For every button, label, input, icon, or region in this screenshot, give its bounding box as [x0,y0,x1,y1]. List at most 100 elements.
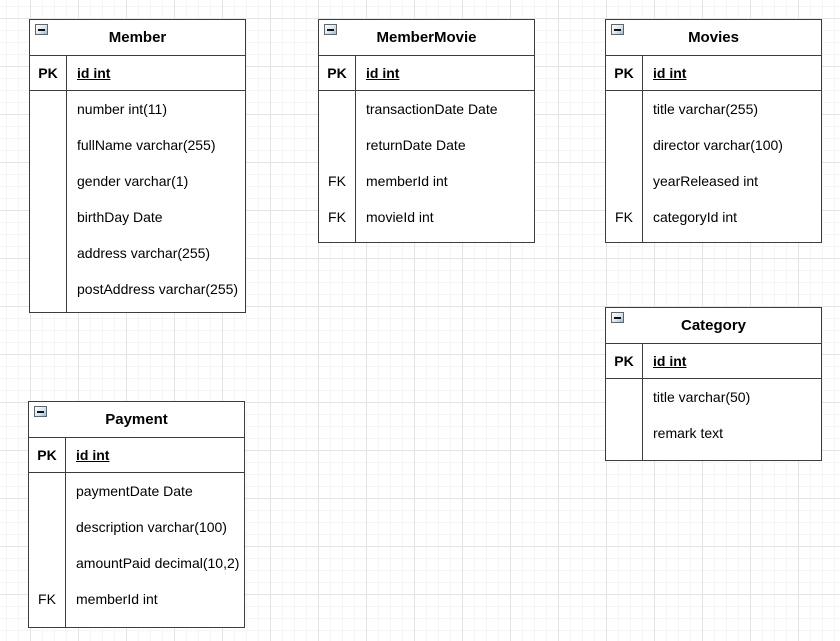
attribute-row[interactable]: FK memberId int [319,163,534,199]
attribute-row[interactable]: title varchar(50) [606,379,821,415]
attribute-cell: amountPaid decimal(10,2) [76,555,240,571]
entity-table-category[interactable]: Category PK id int title varchar(50) rem… [605,307,822,461]
table-header[interactable]: Payment [29,402,244,438]
pk-row[interactable]: PK id int [606,343,821,379]
attribute-cell: memberId int [366,173,448,189]
attribute-cell: postAddress varchar(255) [77,281,239,297]
pk-row[interactable]: PK id int [29,437,244,473]
key-column-filler [30,307,67,312]
pk-key-label: PK [29,437,66,472]
key-cell: FK [29,581,66,617]
key-cell [29,473,66,509]
pk-row[interactable]: PK id int [319,55,534,91]
attribute-row[interactable]: birthDay Date [30,199,245,235]
attribute-cell: address varchar(255) [77,245,211,261]
collapse-minus-icon[interactable] [35,24,48,35]
key-column-filler [606,235,643,242]
attribute-cell: memberId int [76,591,158,607]
attribute-cell: returnDate Date [366,137,466,153]
attribute-row[interactable]: address varchar(255) [30,235,245,271]
attribute-cell: director varchar(100) [653,137,783,153]
key-cell [29,509,66,545]
pk-key-label: PK [30,55,67,90]
table-title: Movies [688,28,739,46]
attribute-cell: paymentDate Date [76,483,193,499]
table-title: Category [680,316,747,334]
pk-field: id int [76,446,110,463]
entity-table-movies[interactable]: Movies PK id int title varchar(255) dire… [605,19,822,243]
table-filler [30,307,245,312]
key-cell [30,163,67,199]
attribute-column-filler [356,235,534,242]
attribute-row[interactable]: yearReleased int [606,163,821,199]
attribute-cell: remark text [653,425,724,441]
pk-field: id int [653,352,687,369]
attribute-row[interactable]: returnDate Date [319,127,534,163]
attribute-row[interactable]: amountPaid decimal(10,2) [29,545,244,581]
attribute-cell: yearReleased int [653,173,759,189]
pk-key-label: PK [319,55,356,90]
table-header[interactable]: Category [606,308,821,344]
key-cell [30,271,67,307]
collapse-minus-icon[interactable] [324,24,337,35]
pk-field: id int [366,64,400,81]
attribute-row[interactable]: remark text [606,415,821,451]
table-title: MemberMovie [376,28,477,46]
attribute-row[interactable]: description varchar(100) [29,509,244,545]
entity-table-member[interactable]: Member PK id int number int(11) fullName… [29,19,246,313]
table-title: Member [108,28,167,46]
key-cell [30,199,67,235]
entity-table-membermovie[interactable]: MemberMovie PK id int transactionDate Da… [318,19,535,243]
table-header[interactable]: Movies [606,20,821,56]
key-cell: FK [606,199,643,235]
attribute-row[interactable]: transactionDate Date [319,91,534,127]
key-cell [606,379,643,415]
attribute-row[interactable]: FK categoryId int [606,199,821,235]
key-cell [606,91,643,127]
key-cell: FK [319,163,356,199]
attribute-row[interactable]: FK movieId int [319,199,534,235]
pk-key-label: PK [606,343,643,378]
attribute-row[interactable]: gender varchar(1) [30,163,245,199]
table-filler [606,235,821,242]
key-cell [30,127,67,163]
attribute-row[interactable]: title varchar(255) [606,91,821,127]
collapse-minus-icon[interactable] [611,24,624,35]
table-header[interactable]: Member [30,20,245,56]
pk-row[interactable]: PK id int [30,55,245,91]
attribute-row[interactable]: paymentDate Date [29,473,244,509]
key-column-filler [319,235,356,242]
key-column-filler [606,451,643,460]
attribute-column-filler [643,235,821,242]
entity-table-payment[interactable]: Payment PK id int paymentDate Date descr… [28,401,245,628]
key-cell [29,545,66,581]
table-title: Payment [105,410,168,428]
table-filler [319,235,534,242]
table-filler [606,451,821,460]
key-cell [606,163,643,199]
attribute-column-filler [66,617,244,627]
attribute-row[interactable]: FK memberId int [29,581,244,617]
attribute-cell: gender varchar(1) [77,173,189,189]
key-cell [606,415,643,451]
collapse-minus-icon[interactable] [611,312,624,323]
attribute-cell: fullName varchar(255) [77,137,216,153]
attribute-row[interactable]: number int(11) [30,91,245,127]
collapse-minus-icon[interactable] [34,406,47,417]
pk-key-label: PK [606,55,643,90]
attribute-row[interactable]: postAddress varchar(255) [30,271,245,307]
key-cell [30,235,67,271]
attribute-column-filler [643,451,821,460]
pk-row[interactable]: PK id int [606,55,821,91]
attribute-cell: transactionDate Date [366,101,498,117]
attribute-cell: number int(11) [77,101,168,117]
table-header[interactable]: MemberMovie [319,20,534,56]
attribute-cell: title varchar(50) [653,389,751,405]
attribute-row[interactable]: fullName varchar(255) [30,127,245,163]
attribute-column-filler [67,307,245,312]
pk-field: id int [653,64,687,81]
attribute-cell: categoryId int [653,209,738,225]
attribute-row[interactable]: director varchar(100) [606,127,821,163]
key-cell [319,91,356,127]
